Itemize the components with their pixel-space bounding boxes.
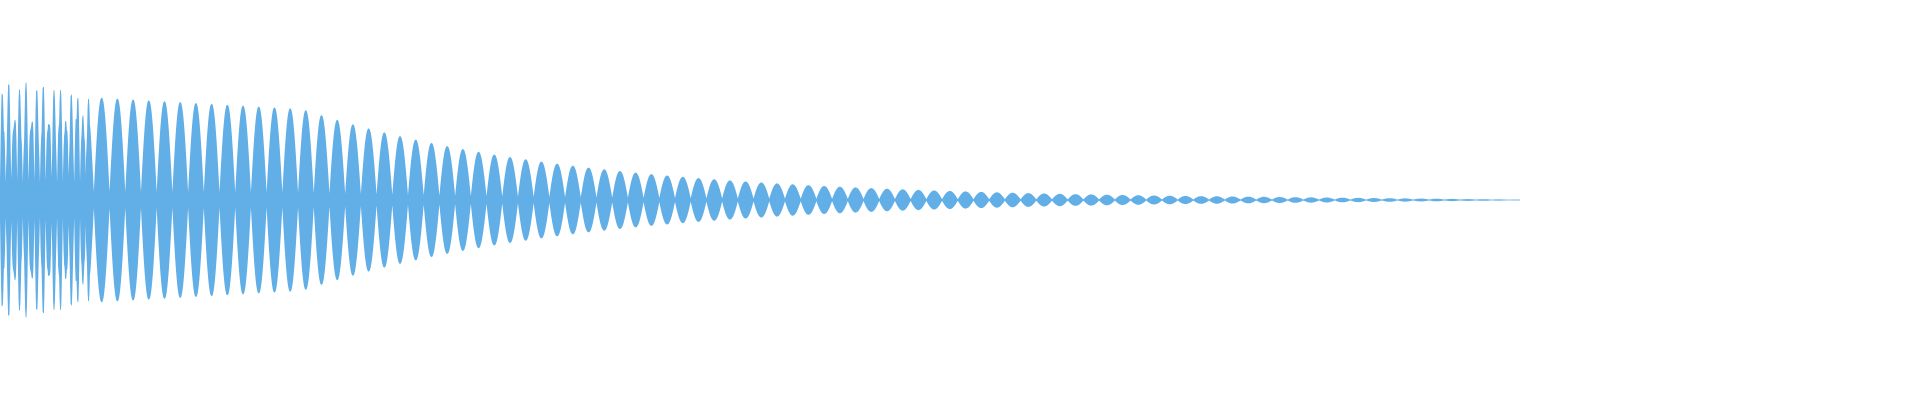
waveform-shape [0, 82, 1520, 318]
